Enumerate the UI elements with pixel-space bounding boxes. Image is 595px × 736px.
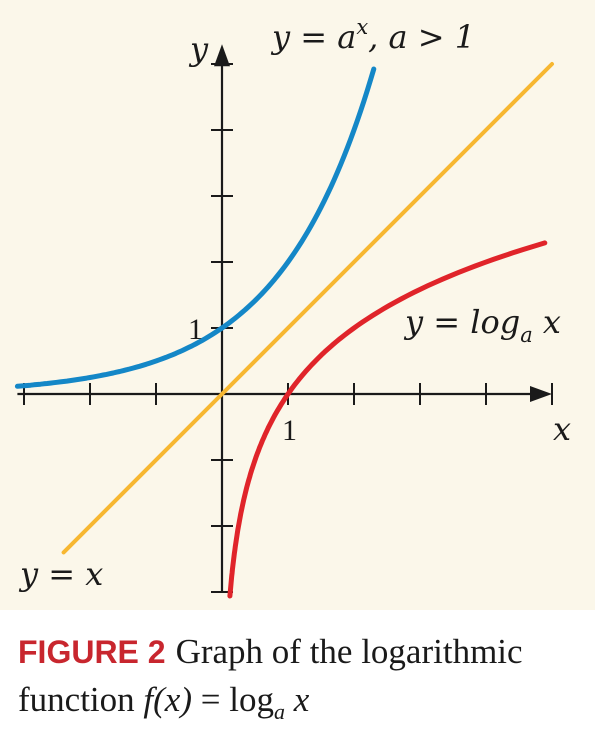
caption-func-var: x bbox=[284, 680, 310, 719]
caption-text-2: function bbox=[18, 680, 144, 719]
x-tick-label: 1 bbox=[282, 414, 297, 447]
y-axis-label: y bbox=[188, 30, 209, 68]
identity-label: y = x bbox=[18, 555, 103, 593]
x-axis-label: x bbox=[553, 410, 571, 448]
logarithm-graph: x y 1 1 y = ax, a > 1 y = x y = loga x bbox=[14, 15, 571, 599]
curves bbox=[14, 62, 554, 599]
exponential-curve bbox=[14, 66, 377, 389]
caption-log-base: a bbox=[273, 699, 285, 724]
logarithm-label: y = loga x bbox=[403, 303, 561, 347]
caption-func-arg: (x) bbox=[153, 680, 192, 719]
labels: x y 1 1 y = ax, a > 1 y = x y = loga x bbox=[18, 15, 571, 593]
caption-func-name: f bbox=[143, 680, 154, 719]
caption-line-2: function f(x) = loga x bbox=[18, 676, 583, 736]
figure-number: FIGURE 2 bbox=[18, 634, 166, 670]
exponential-label: y = ax, a > 1 bbox=[270, 15, 475, 56]
logarithm-curve bbox=[227, 240, 548, 599]
y-tick-label: 1 bbox=[188, 313, 203, 346]
y-axis-arrow bbox=[214, 44, 230, 67]
caption-func-eq: = log bbox=[191, 680, 274, 719]
x-axis-arrow bbox=[530, 386, 552, 402]
figure-panel: x y 1 1 y = ax, a > 1 y = x y = loga x bbox=[0, 0, 595, 610]
caption-text-1: Graph of the logarithmic bbox=[175, 632, 523, 671]
identity-line bbox=[61, 62, 554, 555]
